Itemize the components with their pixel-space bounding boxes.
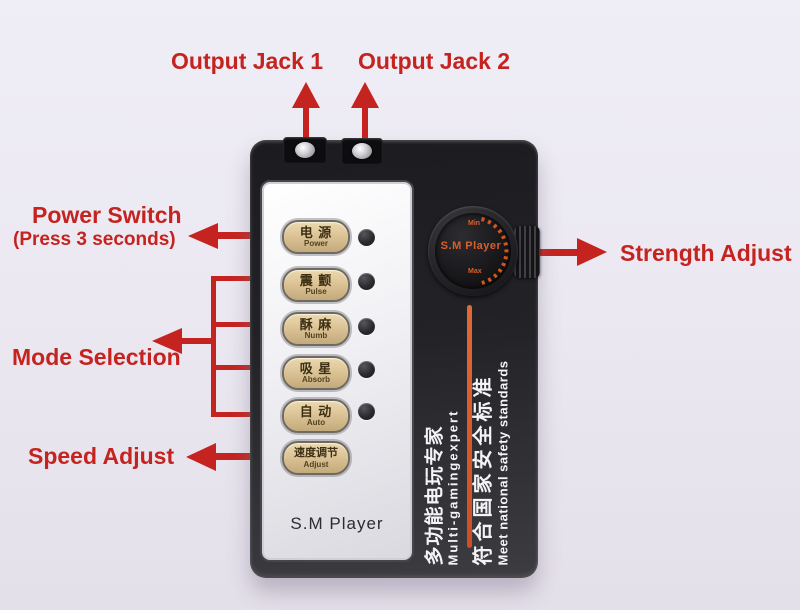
side-print-en: Meet national safety standards <box>495 360 511 566</box>
button-numb-cn: 酥 麻 <box>299 317 333 332</box>
output-jack-2[interactable] <box>341 138 383 164</box>
button-power-en: Power <box>303 239 328 248</box>
button-absorb-cn: 吸 星 <box>299 361 333 376</box>
bracket-tick <box>213 412 263 417</box>
knob-max-label: Max <box>468 268 482 275</box>
arrow-line <box>214 453 278 460</box>
led-indicator-absorb <box>358 361 375 378</box>
bracket-tick <box>213 276 263 281</box>
arrow-up-icon <box>351 82 379 108</box>
button-auto-cn: 自 动 <box>299 404 333 419</box>
button-absorb[interactable]: 吸 星 Absorb <box>282 356 350 390</box>
jack-socket-icon <box>295 142 315 158</box>
button-power[interactable]: 电 源 Power <box>282 220 350 254</box>
bracket-line <box>211 276 216 417</box>
label-strength-adjust: Strength Adjust <box>620 240 792 266</box>
output-jack-1[interactable] <box>283 137 327 163</box>
arrow-line <box>523 249 579 256</box>
arrow-up-icon <box>292 82 320 108</box>
front-panel: 电 源 Power 震 颤 Pulse 酥 麻 Numb 吸 星 Absorb … <box>260 180 414 562</box>
side-print-en: Multi-gamingexpert <box>445 409 461 566</box>
button-adjust-en: Adjust <box>303 460 329 469</box>
arrow-left-icon <box>188 223 218 249</box>
button-auto[interactable]: 自 动 Auto <box>282 399 350 433</box>
bracket-tick <box>213 365 263 370</box>
bracket-tick <box>213 322 263 327</box>
led-indicator-pulse <box>358 273 375 290</box>
jack-socket-icon <box>352 143 372 159</box>
arrow-line <box>216 232 274 239</box>
button-power-cn: 电 源 <box>299 225 333 240</box>
button-pulse-cn: 震 颤 <box>299 273 333 288</box>
button-adjust-cn: 速度调节 <box>294 447 338 459</box>
side-print-cn: 多功能电玩专家 <box>424 425 446 566</box>
knob-scale-arc-icon <box>480 217 509 285</box>
button-auto-en: Auto <box>306 418 326 427</box>
knob-brand-text: S.M Player <box>440 240 502 252</box>
knob-min-label: Min <box>468 220 481 227</box>
arrow-left-icon <box>152 328 182 354</box>
arrow-line <box>362 106 368 144</box>
button-absorb-en: Absorb <box>302 375 330 384</box>
led-indicator-power <box>358 229 375 246</box>
device-body: 电 源 Power 震 颤 Pulse 酥 麻 Numb 吸 星 Absorb … <box>250 137 540 578</box>
label-output-jack-2: Output Jack 2 <box>358 48 511 74</box>
label-power-switch: Power Switch <box>32 202 182 228</box>
label-output-jack-1: Output Jack 1 <box>171 48 324 74</box>
side-print-multi-gaming: 多功能电玩专家 Multi-gamingexpert <box>423 391 463 566</box>
led-indicator-auto <box>358 403 375 420</box>
arrow-line <box>180 338 214 344</box>
arrow-right-icon <box>577 238 607 266</box>
side-print-cn: 符合国家安全标准 <box>472 373 495 566</box>
arrow-left-icon <box>186 443 216 471</box>
button-numb-en: Numb <box>304 331 328 340</box>
label-press-3-seconds: (Press 3 seconds) <box>13 229 176 250</box>
panel-brand-text: S.M Player <box>290 514 384 533</box>
strength-thumbwheel[interactable] <box>514 226 540 278</box>
strength-knob[interactable]: Min Max S.M Player <box>428 206 518 296</box>
label-speed-adjust: Speed Adjust <box>28 443 175 469</box>
led-indicator-numb <box>358 318 375 335</box>
button-speed-adjust[interactable]: 速度调节 Adjust <box>282 441 350 475</box>
side-print-safety-standards: 符合国家安全标准 Meet national safety standards <box>470 336 515 566</box>
side-stripe <box>467 305 472 548</box>
button-numb[interactable]: 酥 麻 Numb <box>282 312 350 346</box>
button-pulse[interactable]: 震 颤 Pulse <box>282 268 350 302</box>
button-pulse-en: Pulse <box>305 287 327 296</box>
arrow-line <box>303 106 309 144</box>
knob-face <box>435 213 511 289</box>
